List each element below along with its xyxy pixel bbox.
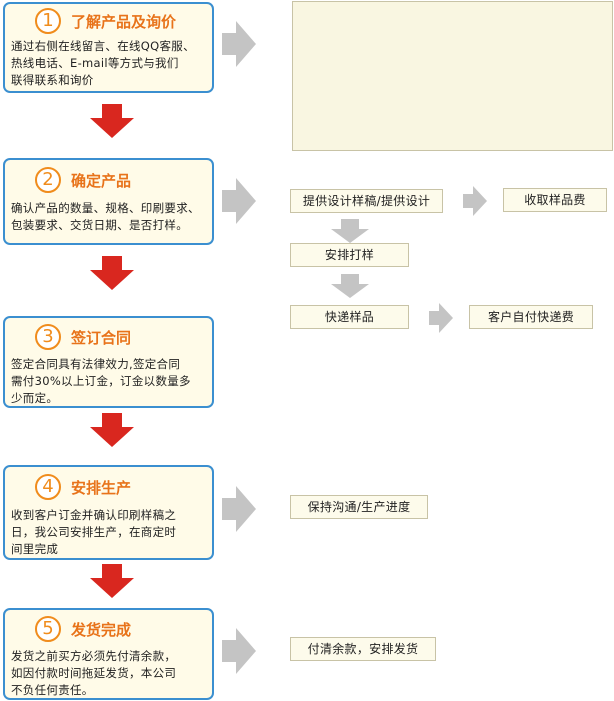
step-1-title: 了解产品及询价 bbox=[71, 12, 177, 31]
step-4-title: 安排生产 bbox=[71, 478, 132, 497]
step-3-line-2: 需付30%以上订金，订金以数量多 bbox=[11, 374, 191, 388]
step-1-number-icon: 1 bbox=[35, 8, 61, 34]
step-3-line-1: 签定合同具有法律效力,签定合同 bbox=[11, 357, 181, 371]
customer-pays-box: 客户自付快递费 bbox=[469, 305, 593, 329]
step-2-number-icon: 2 bbox=[35, 167, 61, 193]
sample-fee-box: 收取样品费 bbox=[503, 188, 607, 212]
right-arrow-icon bbox=[222, 178, 256, 224]
step-4-line-1: 收到客户订金并确认印刷样稿之 bbox=[11, 508, 177, 522]
down-arrow-icon bbox=[331, 274, 369, 298]
step-3-box: 3 签订合同 签定合同具有法律效力,签定合同 需付30%以上订金，订金以数量多 … bbox=[3, 316, 214, 408]
step-1-box: 1 了解产品及询价 通过右侧在线留言、在线QQ客服、 热线电话、E-mail等方… bbox=[3, 2, 214, 93]
step-3-number-icon: 3 bbox=[35, 324, 61, 350]
step-5-line-3: 不负任何责任。 bbox=[11, 683, 94, 697]
down-arrow-icon bbox=[90, 104, 134, 138]
step-4-header: 4 安排生产 bbox=[5, 467, 212, 507]
image-panel bbox=[292, 1, 613, 151]
step-3-line-3: 少而定。 bbox=[11, 391, 59, 405]
right-arrow-icon bbox=[222, 486, 256, 532]
step-4-line-3: 间里完成 bbox=[11, 542, 59, 556]
down-arrow-icon bbox=[331, 219, 369, 243]
proof-box: 安排打样 bbox=[290, 243, 409, 267]
step-2-box: 2 确定产品 确认产品的数量、规格、印刷要求、 包装要求、交货日期、是否打样。 bbox=[3, 158, 214, 245]
step-2-description: 确认产品的数量、规格、印刷要求、 包装要求、交货日期、是否打样。 bbox=[5, 200, 212, 234]
step-4-number-icon: 4 bbox=[35, 474, 61, 500]
step-1-description: 通过右侧在线留言、在线QQ客服、 热线电话、E-mail等方式与我们 联得联系和… bbox=[5, 38, 212, 89]
step-3-header: 3 签订合同 bbox=[5, 318, 212, 356]
step-4-description: 收到客户订金并确认印刷样稿之 日，我公司安排生产，在商定时 间里完成 bbox=[5, 507, 212, 558]
step-5-header: 5 发货完成 bbox=[5, 610, 212, 648]
down-arrow-icon bbox=[90, 564, 134, 598]
step-5-description: 发货之前买方必须先付清余款， 如因付款时间拖延发货，本公司 不负任何责任。 bbox=[5, 648, 212, 699]
right-arrow-icon bbox=[222, 21, 256, 67]
step-5-line-2: 如因付款时间拖延发货，本公司 bbox=[11, 666, 177, 680]
step-5-line-1: 发货之前买方必须先付清余款， bbox=[11, 649, 177, 663]
step-2-line-2: 包装要求、交货日期、是否打样。 bbox=[11, 218, 188, 232]
right-arrow-icon bbox=[222, 628, 256, 674]
step-1-header: 1 了解产品及询价 bbox=[5, 4, 212, 38]
payment-box: 付清余款，安排发货 bbox=[290, 637, 436, 661]
step-5-number-icon: 5 bbox=[35, 616, 61, 642]
design-box: 提供设计样稿/提供设计 bbox=[290, 189, 443, 213]
step-5-title: 发货完成 bbox=[71, 620, 132, 639]
step-5-box: 5 发货完成 发货之前买方必须先付清余款， 如因付款时间拖延发货，本公司 不负任… bbox=[3, 608, 214, 700]
right-arrow-icon bbox=[429, 303, 453, 333]
right-arrow-icon bbox=[463, 186, 487, 216]
step-2-header: 2 确定产品 bbox=[5, 160, 212, 200]
down-arrow-icon bbox=[90, 256, 134, 290]
step-1-line-3: 联得联系和询价 bbox=[11, 73, 94, 87]
step-4-box: 4 安排生产 收到客户订金并确认印刷样稿之 日，我公司安排生产，在商定时 间里完… bbox=[3, 465, 214, 560]
communicate-box: 保持沟通/生产进度 bbox=[290, 495, 428, 519]
step-1-line-2: 热线电话、E-mail等方式与我们 bbox=[11, 56, 179, 70]
step-2-title: 确定产品 bbox=[71, 171, 132, 190]
step-3-title: 签订合同 bbox=[71, 328, 132, 347]
down-arrow-icon bbox=[90, 413, 134, 447]
step-2-line-1: 确认产品的数量、规格、印刷要求、 bbox=[11, 201, 200, 215]
step-1-line-1: 通过右侧在线留言、在线QQ客服、 bbox=[11, 39, 195, 53]
express-box: 快递样品 bbox=[290, 305, 409, 329]
step-4-line-2: 日，我公司安排生产，在商定时 bbox=[11, 525, 177, 539]
step-3-description: 签定合同具有法律效力,签定合同 需付30%以上订金，订金以数量多 少而定。 bbox=[5, 356, 212, 407]
